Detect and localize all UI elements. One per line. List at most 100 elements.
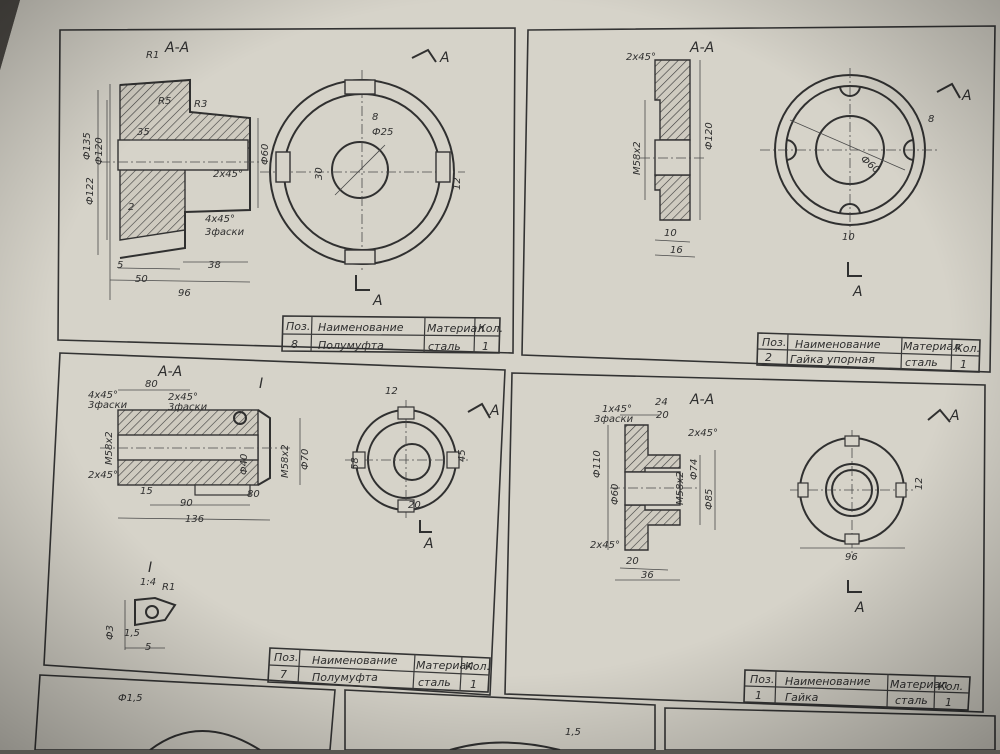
part-pos: 1 [755,689,762,702]
header-pos: Поз. [750,673,774,686]
dim-d60: Ф60 [260,144,271,165]
dim-d74: Ф74 [689,459,700,480]
dim-d40: Ф40 [239,454,250,475]
part-name: Гайка [785,691,819,704]
dim-chamfer-1: 2х45° [213,169,243,180]
dim-d120: Ф120 [704,122,715,150]
dim-d135: Ф135 [82,132,93,160]
dim-d85: Ф85 [704,489,715,510]
header-pos: Поз. [286,320,310,333]
dim-chamfer-3: 2х45° [88,470,118,481]
dim-r3: R3 [194,99,207,110]
part-material: сталь [428,340,461,353]
dim-36: 36 [641,570,654,581]
view-mark-a-bottom: А [854,600,865,616]
dim-2: 2 [128,202,134,213]
dim-80: 80 [145,379,158,390]
dim-1-5: 1,5 [124,628,140,639]
part-qty: 1 [482,340,489,353]
dim-bottom-a: Ф1,5 [118,693,143,704]
dim-8: 8 [928,114,934,125]
part-pos: 7 [280,668,287,681]
section-label: А-А [164,40,189,56]
dim-chamfer-2-note: 3фаски [168,402,208,413]
dim-d3: Ф3 [105,625,116,640]
dim-thread: М58х2 [632,141,643,175]
dim-d120: Ф120 [94,137,105,165]
dim-12: 12 [452,177,463,190]
view-mark-a-bottom: А [852,284,863,300]
header-qty: Кол. [938,680,963,693]
dim-35: 35 [137,127,150,138]
dim-96: 96 [845,552,858,563]
dim-r5: R5 [158,96,171,107]
dim-8: 8 [372,112,378,123]
view-mark-a-top: А [961,88,972,104]
dim-80b: 80 [247,489,260,500]
dim-5: 5 [145,642,151,653]
dim-136: 136 [185,514,204,525]
dim-50: 50 [135,274,148,285]
view-mark-a-bottom: А [372,293,383,309]
dim-10b: 10 [842,232,855,243]
dim-chamfer-1-note: 3фаски [88,400,128,411]
part-qty: 1 [470,678,477,691]
view-mark-a-top: А [949,408,960,424]
header-material: Материал [427,322,484,335]
part-name: Полумуфта [318,339,384,352]
dim-d122: Ф122 [85,177,96,205]
dim-thread-2: М58х2 [280,444,291,478]
view-mark-a-top: А [489,403,500,419]
detail-scale: 1:4 [140,577,156,588]
part-material: сталь [905,356,938,369]
dim-chamfer: 2х45° [626,52,656,63]
dim-30: 30 [314,167,325,180]
dim-r1: R1 [162,582,175,593]
dim-12: 12 [385,386,398,397]
detail-mark: I [259,376,263,392]
dim-thread: М58х2 [104,431,115,465]
dim-chamfer-2-note: 3фаски [205,227,245,238]
header-pos: Поз. [274,651,298,664]
dim-45: 45 [457,449,468,462]
part-qty: 1 [960,358,967,371]
header-pos: Поз. [762,336,786,349]
dim-d60: Ф60 [610,484,621,505]
header-qty: Кол. [465,660,490,673]
header-name: Наименование [795,338,881,351]
dim-90: 90 [180,498,193,509]
dim-d110: Ф110 [592,450,603,478]
dim-20: 20 [408,500,421,511]
dim-24: 24 [655,397,668,408]
part-pos: 2 [765,351,772,364]
header-name: Наименование [318,321,404,334]
part-name: Гайка упорная [790,353,875,366]
dim-chamfer-1-note: 3фаски [594,414,634,425]
dim-r1: R1 [146,50,159,61]
part-material: сталь [895,694,928,707]
part-material: сталь [418,676,451,689]
dim-d25: Ф25 [372,127,393,138]
detail-label: I [148,560,152,576]
section-label: А-А [689,392,714,408]
dim-d70: Ф70 [300,449,311,470]
dim-12: 12 [914,477,925,490]
part-name: Полумуфта [312,671,378,684]
dim-thread: М58х2 [675,471,686,505]
dim-chamfer-3: 2х45° [590,540,620,551]
dim-10: 10 [664,228,677,239]
dim-5: 5 [117,260,123,271]
view-mark-a-bottom: А [423,536,434,552]
part-pos: 8 [291,338,298,351]
dim-20: 20 [656,410,669,421]
dim-96: 96 [178,288,191,299]
dim-20b: 20 [626,556,639,567]
section-label: А-А [157,364,182,380]
dim-15: 15 [140,486,153,497]
view-mark-a-top: А [439,50,450,66]
dim-38: 38 [208,260,221,271]
part-qty: 1 [945,696,952,709]
header-material: Материал [903,340,960,353]
